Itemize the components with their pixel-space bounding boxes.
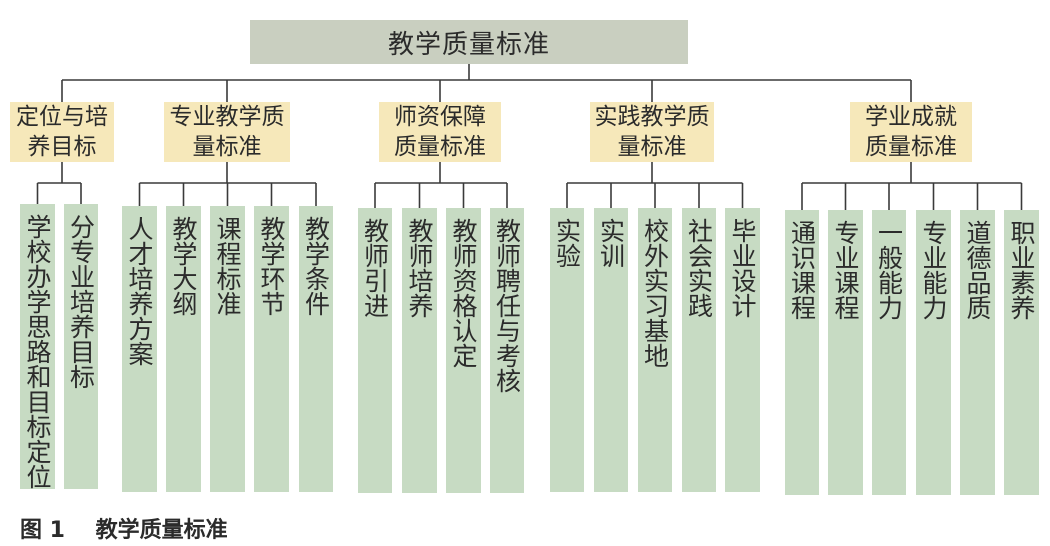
leaf-node: 实训	[594, 208, 628, 492]
figure-caption: 图 1 教学质量标准	[20, 518, 228, 543]
leaf-node: 教学大纲	[166, 206, 201, 492]
leaf-node: 教学条件	[299, 206, 333, 492]
leaf-node: 毕业设计	[725, 208, 760, 492]
leaf-node: 实验	[550, 208, 584, 492]
leaf-node: 道德品质	[960, 210, 995, 495]
category-node-practice: 实践教学质量标准	[590, 102, 714, 162]
leaf-node: 专业能力	[916, 210, 951, 495]
category-node-faculty: 师资保障质量标准	[379, 102, 501, 162]
leaf-node: 学校办学思路和目标定位	[20, 204, 55, 489]
leaf-node: 人才培养方案	[122, 206, 157, 492]
leaf-node: 课程标准	[210, 206, 245, 492]
leaf-node: 专业课程	[828, 210, 863, 495]
leaf-node: 校外实习基地	[638, 208, 672, 492]
category-node-achievement: 学业成就质量标准	[850, 102, 972, 162]
leaf-node: 职业素养	[1004, 210, 1039, 495]
leaf-node: 教师引进	[358, 208, 392, 493]
leaf-node: 社会实践	[682, 208, 716, 492]
leaf-node: 一般能力	[872, 210, 906, 495]
root-node: 教学质量标准	[250, 20, 688, 64]
category-node-professional: 专业教学质量标准	[164, 102, 290, 162]
leaf-node: 教师资格认定	[446, 208, 481, 493]
leaf-node: 通识课程	[785, 210, 819, 495]
leaf-node: 教师培养	[402, 208, 437, 493]
category-node-positioning: 定位与培养目标	[10, 102, 114, 162]
leaf-node: 分专业培养目标	[64, 204, 98, 489]
leaf-node: 教学环节	[254, 206, 289, 492]
leaf-node: 教师聘任与考核	[490, 208, 524, 493]
